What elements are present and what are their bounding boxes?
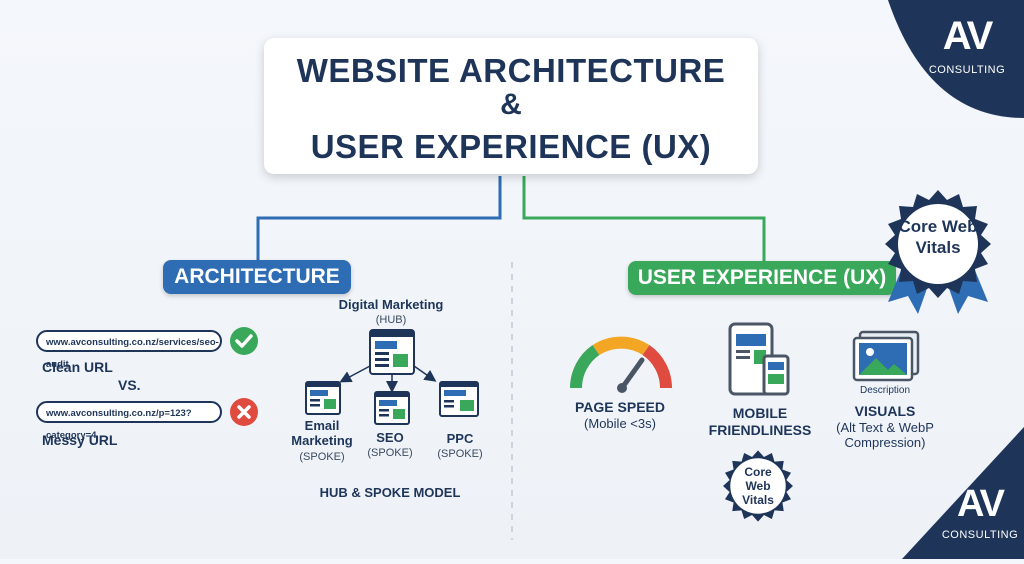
title-line-3: USER EXPERIENCE (UX) bbox=[310, 128, 712, 165]
messy-url-label: Messy URL bbox=[42, 432, 118, 448]
badge-small-line-3: Vitals bbox=[742, 493, 774, 507]
vs-label: VS. bbox=[118, 377, 141, 393]
hub-sub: (HUB) bbox=[375, 314, 407, 326]
logo-corner-shape bbox=[888, 0, 1024, 118]
core-web-vitals-badge-large: Core Web Vitals bbox=[880, 190, 996, 320]
messy-url: www.avconsulting.co.nz/p=123?category=4 bbox=[36, 401, 222, 441]
spoke-ppc-name: PPC bbox=[446, 431, 474, 446]
hub-title: Digital Marketing bbox=[338, 297, 444, 312]
logo-letters-text: AV bbox=[942, 14, 994, 58]
visuals-label: VISUALS bbox=[854, 403, 916, 419]
badge-large-line-2: Vitals bbox=[915, 238, 961, 257]
spoke-ppc-sub: (SPOKE) bbox=[437, 448, 483, 460]
visuals-sub-1: (Alt Text & WebP bbox=[836, 420, 934, 435]
mobile-device-icon bbox=[728, 322, 790, 396]
mobile-label: MOBILE FRIENDLINESS bbox=[700, 405, 820, 439]
spoke-email-name: Email Marketing bbox=[282, 418, 362, 448]
connector-ux bbox=[522, 176, 766, 262]
logo-word: CONSULTING bbox=[928, 64, 1006, 76]
visuals-sub-2: Compression) bbox=[844, 435, 926, 450]
speed-gauge-icon bbox=[569, 336, 673, 393]
badge-large-line-1: Core Web bbox=[898, 217, 978, 236]
mobile-label-1: MOBILE bbox=[732, 405, 788, 421]
logo-corner-shape-bottom bbox=[902, 427, 1024, 559]
spoke-seo-name: SEO bbox=[376, 430, 404, 445]
logo-top-right: AV CONSULTING bbox=[888, 0, 1024, 118]
mobile-label-2: FRIENDLINESS bbox=[708, 422, 812, 438]
seal-icon bbox=[723, 450, 793, 522]
badge-small-line-2: Web bbox=[745, 479, 771, 493]
x-icon bbox=[230, 398, 258, 426]
badge-large-text: Core Web Vitals bbox=[898, 216, 978, 258]
badge-small-text: Core Web Vitals bbox=[722, 465, 794, 507]
spoke-email-sub: (SPOKE) bbox=[299, 451, 345, 463]
spoke-seo-icon bbox=[374, 391, 410, 425]
title-line-2: & bbox=[500, 88, 522, 121]
spoke-email-name-2: Marketing bbox=[291, 433, 353, 448]
logo-word-bottom: CONSULTING bbox=[941, 529, 1019, 541]
logo-letters: AV bbox=[912, 14, 1022, 59]
rosette-icon bbox=[885, 190, 991, 314]
spoke-email-name-1: Email bbox=[304, 418, 340, 433]
hub-page-icon bbox=[369, 329, 415, 375]
page-speed-label: PAGE SPEED bbox=[575, 399, 665, 415]
logo-bottom-right: AV CONSULTING bbox=[902, 427, 1024, 559]
logo-letters-bottom: AV bbox=[957, 483, 1005, 525]
visuals-description: Description bbox=[859, 385, 911, 396]
spoke-ppc-icon bbox=[439, 381, 479, 417]
title-card: WEBSITE ARCHITECTURE & USER EXPERIENCE (… bbox=[264, 38, 758, 174]
ux-label: USER EXPERIENCE (UX) bbox=[628, 261, 896, 295]
visuals-sub: (Alt Text & WebP Compression) bbox=[815, 420, 955, 450]
clean-url-label: Clean URL bbox=[42, 359, 113, 375]
connector-architecture bbox=[256, 176, 502, 268]
spoke-email-icon bbox=[305, 381, 341, 415]
title-line-1: WEBSITE ARCHITECTURE bbox=[296, 52, 726, 89]
hub-spoke-model-label: HUB & SPOKE MODEL bbox=[319, 485, 461, 500]
hub-spoke-diagram bbox=[305, 329, 479, 425]
image-gallery-icon bbox=[852, 330, 920, 382]
core-web-vitals-badge-small: Core Web Vitals bbox=[722, 450, 794, 522]
check-icon bbox=[230, 327, 258, 355]
spoke-seo-sub: (SPOKE) bbox=[367, 447, 413, 459]
architecture-label: ARCHITECTURE bbox=[163, 260, 351, 294]
clean-url: www.avconsulting.co.nz/services/seo-audi… bbox=[36, 330, 222, 370]
badge-small-line-1: Core bbox=[744, 465, 772, 479]
page-speed-sub: (Mobile <3s) bbox=[584, 416, 656, 431]
